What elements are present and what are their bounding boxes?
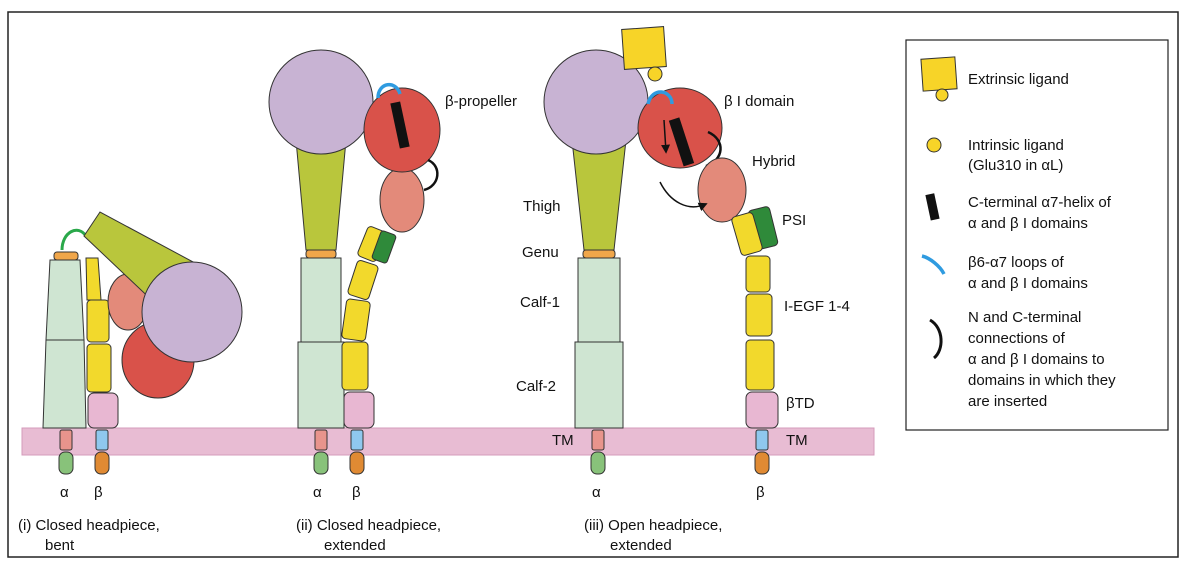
thigh xyxy=(296,140,346,250)
beta-egf-low xyxy=(87,344,111,392)
alpha-cyto xyxy=(591,452,605,474)
beta-tm xyxy=(96,430,108,450)
thigh-label: Thigh xyxy=(523,198,561,215)
hybrid-domain xyxy=(698,158,746,222)
beta-egf-upper xyxy=(86,258,101,300)
hybrid-domain xyxy=(380,168,424,232)
beta-td xyxy=(344,392,374,428)
beta-i-domain-label: β I domain xyxy=(724,93,794,110)
membrane xyxy=(22,428,874,455)
terminal-connection xyxy=(424,160,437,190)
alpha-loop xyxy=(62,230,86,250)
beta-tm xyxy=(351,430,363,450)
beta-label: β xyxy=(352,484,361,501)
legend-conn-text-4: domains in which they xyxy=(968,372,1116,389)
alpha-cyto xyxy=(59,452,73,474)
alpha-calf2 xyxy=(43,340,86,428)
beta-propeller xyxy=(142,262,242,362)
legend-intrinsic-icon xyxy=(927,138,941,152)
caption-2-line1: (ii) Closed headpiece, xyxy=(296,517,441,534)
beta-propeller xyxy=(269,50,373,154)
tm-right-label: TM xyxy=(786,432,808,449)
beta-egf-4 xyxy=(746,340,774,390)
alpha-calf1 xyxy=(578,258,620,342)
caption-3-line2: extended xyxy=(610,537,672,554)
beta-cyto xyxy=(755,452,769,474)
legend-loops-text-2: α and β I domains xyxy=(968,275,1088,292)
beta-propeller-label: β-propeller xyxy=(445,93,517,110)
legend-extrinsic-text: Extrinsic ligand xyxy=(968,71,1069,88)
tm-left-label: TM xyxy=(552,432,574,449)
alpha-calf2 xyxy=(298,342,344,428)
btd-label: βTD xyxy=(786,395,815,412)
legend-conn-text-1: N and C-terminal xyxy=(968,309,1081,326)
alpha-label: α xyxy=(592,484,601,501)
legend-conn-text-2: connections of xyxy=(968,330,1066,347)
legend-helix-text-1: C-terminal α7-helix of xyxy=(968,194,1112,211)
intrinsic-ligand xyxy=(648,67,662,81)
alpha-calf2 xyxy=(575,342,623,428)
beta-td xyxy=(746,392,778,428)
alpha-genu xyxy=(583,250,615,258)
legend-extrinsic-icon xyxy=(921,57,957,91)
caption-2-line2: extended xyxy=(324,537,386,554)
beta-egf-4 xyxy=(342,342,368,390)
alpha-label: α xyxy=(313,484,322,501)
alpha-tm xyxy=(60,430,72,450)
alpha-cyto xyxy=(314,452,328,474)
beta-cyto xyxy=(350,452,364,474)
alpha-genu xyxy=(54,252,78,260)
genu-label: Genu xyxy=(522,244,559,261)
panel-ii-extended: β-propeller α β (ii) Closed headpiece, e… xyxy=(269,50,517,554)
alpha-tm xyxy=(315,430,327,450)
alpha-label: α xyxy=(60,484,69,501)
legend-intrinsic-text-1: Intrinsic ligand xyxy=(968,137,1064,154)
beta-label: β xyxy=(94,484,103,501)
hybrid-label: Hybrid xyxy=(752,153,795,170)
calf2-label: Calf-2 xyxy=(516,378,556,395)
panel-iii-open: β I domain Hybrid Thigh PSI Genu Calf-1 … xyxy=(516,27,850,554)
beta-egf-mid xyxy=(87,300,109,342)
caption-3-line1: (iii) Open headpiece, xyxy=(584,517,722,534)
caption-1-line2: bent xyxy=(45,537,75,554)
alpha-calf1 xyxy=(46,260,84,340)
legend-extrinsic-knob xyxy=(936,89,948,101)
alpha-genu xyxy=(306,250,336,258)
beta-label: β xyxy=(756,484,765,501)
legend-conn-text-5: are inserted xyxy=(968,393,1047,410)
beta-egf-3 xyxy=(746,294,772,336)
beta-tm xyxy=(756,430,768,450)
beta-cyto xyxy=(95,452,109,474)
legend-conn-text-3: α and β I domains to xyxy=(968,351,1105,368)
psi-label: PSI xyxy=(782,212,806,229)
legend: Extrinsic ligand Intrinsic ligand (Glu31… xyxy=(906,40,1168,430)
thigh xyxy=(572,140,626,250)
beta-egf-2 xyxy=(347,259,379,300)
alpha-tm xyxy=(592,430,604,450)
panel-i-bent: α β (i) Closed headpiece, bent xyxy=(18,212,242,554)
extrinsic-ligand xyxy=(622,27,667,70)
iegf-label: I-EGF 1-4 xyxy=(784,298,850,315)
beta-td xyxy=(88,393,118,428)
legend-intrinsic-text-2: (Glu310 in αL) xyxy=(968,157,1063,174)
beta-egf-2 xyxy=(746,256,770,292)
caption-1-line1: (i) Closed headpiece, xyxy=(18,517,160,534)
alpha-calf1 xyxy=(301,258,341,342)
legend-loops-text-1: β6-α7 loops of xyxy=(968,254,1065,271)
beta-egf-3 xyxy=(341,299,370,342)
legend-helix-text-2: α and β I domains xyxy=(968,215,1088,232)
calf1-label: Calf-1 xyxy=(520,294,560,311)
